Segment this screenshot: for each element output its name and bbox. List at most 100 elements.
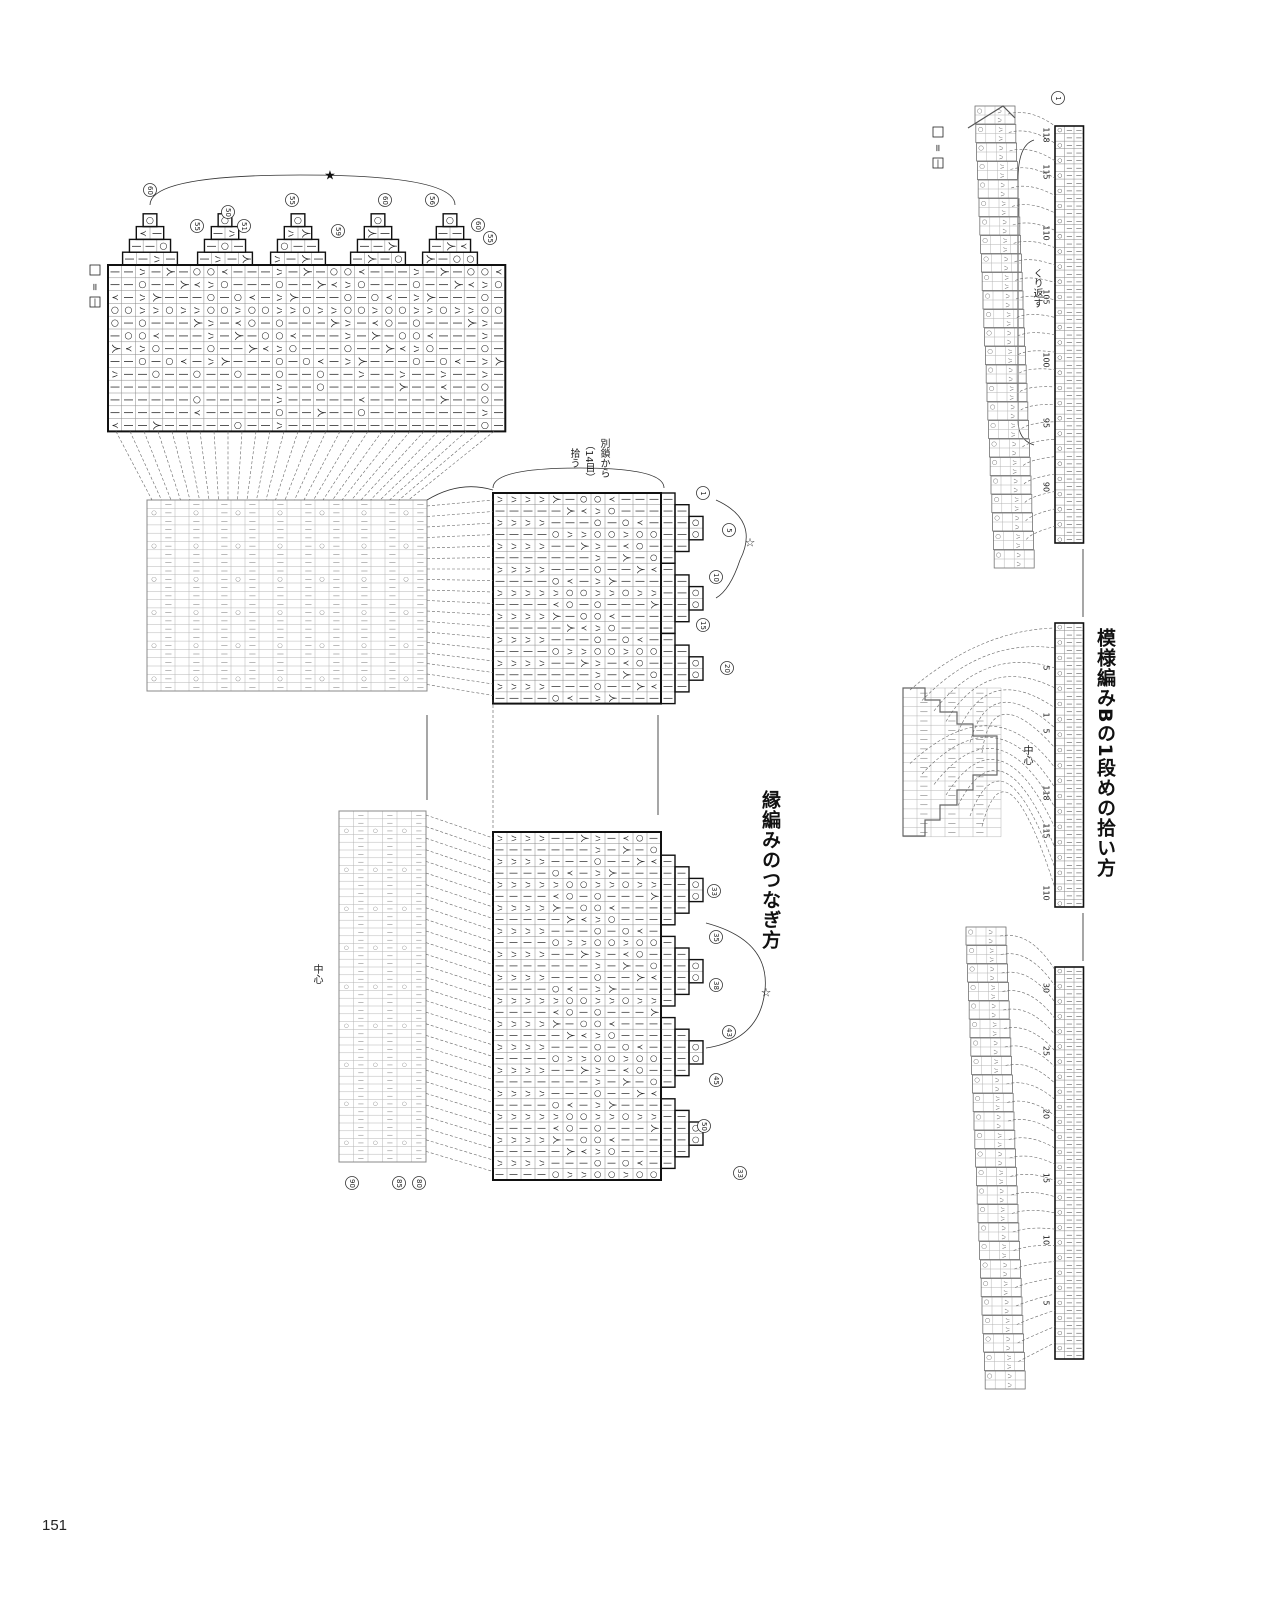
middle-lower-grid-symbol: ○ [622, 997, 632, 1004]
right-band-grid-symbol: ○ [1056, 1074, 1062, 1079]
middle-upper-grid-symbol: ⋎ [566, 578, 576, 584]
diagonal-top-symbol: ○ [990, 441, 998, 447]
middle-upper-grid-symbol: | [538, 673, 548, 676]
top-left-grid-symbol: ○ [342, 268, 353, 276]
middle-lower-tooth-symbol: | [678, 953, 688, 956]
middle-lower-grid-symbol: 人 [566, 1147, 576, 1156]
middle-lower-tooth-symbol: ○ [692, 1125, 702, 1132]
diagonal-bottom-symbol: ㇵ [1002, 1280, 1010, 1286]
right-band-grid-symbol: | [1066, 749, 1072, 751]
right-band-grid-symbol: | [1066, 978, 1072, 980]
top-left-grid-symbol: | [287, 322, 298, 325]
diagonal-top-cell-border [985, 346, 1026, 365]
body-upper-grid-symbol: | [193, 529, 200, 531]
top-left-grid-symbol: ○ [274, 319, 285, 327]
center-stepped-grid-symbol: | [948, 813, 956, 815]
middle-lower-grid-symbol: | [580, 1011, 590, 1014]
diagonal-top-symbol: ㇵ [1007, 367, 1015, 373]
middle-lower-grid-symbol: | [524, 918, 534, 921]
middle-lower-grid-symbol: | [510, 1104, 520, 1107]
right-band-grid-symbol: ○ [1056, 234, 1062, 239]
body-upper-grid-symbol: | [305, 636, 312, 638]
middle-upper-circled-row: 5 [725, 528, 733, 532]
top-left-grid-symbol: ○ [479, 268, 490, 276]
body-upper-grid-symbol: ○ [361, 510, 368, 515]
middle-lower-grid-symbol: | [636, 964, 646, 967]
top-left-grid-symbol: ㇵ [137, 344, 148, 353]
middle-lower-grid-symbol: | [580, 1046, 590, 1049]
top-left-grid-symbol: | [260, 322, 271, 325]
body-upper-grid-symbol: | [193, 653, 200, 655]
connector-top-left-to-body [360, 431, 425, 501]
right-band-grid-symbol: | [1075, 672, 1081, 674]
body-upper-grid-symbol: ○ [319, 676, 326, 681]
middle-upper-grid-symbol: | [622, 510, 632, 513]
diagonal-top-symbol: ㇵ [1013, 505, 1021, 511]
middle-upper-grid-symbol: ㇵ [496, 682, 506, 690]
middle-lower-grid-symbol: | [622, 1127, 632, 1130]
connector-body-to-middle-lower [425, 977, 494, 1000]
middle-lower-circled-row-ring [709, 1073, 723, 1087]
top-left-grid-symbol: | [109, 270, 120, 273]
diagonal-bottom-symbol: ㇵ [988, 956, 996, 962]
center-stepped-grid-symbol: | [920, 804, 928, 806]
top-left-grid-symbol: ○ [479, 293, 490, 301]
middle-lower-grid-symbol: ㇵ [566, 1055, 576, 1063]
top-left-grid-symbol: ㇵ [466, 306, 477, 315]
middle-upper-grid-symbol: | [510, 673, 520, 676]
middle-lower-grid-symbol: | [510, 1150, 520, 1153]
middle-upper-grid-symbol: 人 [636, 565, 646, 574]
middle-upper-circled-row-ring [720, 661, 734, 675]
connector-diagonal-bottom [1001, 971, 1056, 1003]
middle-lower-grid-symbol: ○ [636, 1171, 646, 1178]
top-left-merlon-symbol: | [438, 258, 449, 261]
middle-lower-tooth-symbol: | [664, 1127, 674, 1130]
top-left-grid-symbol: ○ [411, 319, 422, 327]
right-band-grid-symbol: | [1075, 1174, 1081, 1176]
right-band-grid-symbol: | [1075, 175, 1081, 177]
middle-lower-grid-symbol: ㇵ [510, 904, 520, 912]
top-left-grid-symbol: | [383, 424, 394, 427]
body-lower-grid-symbol: | [386, 1142, 392, 1144]
connector-top-left-to-body [129, 431, 162, 501]
diagonal-bottom-symbol: ㇵ [1001, 1252, 1009, 1258]
middle-lower-grid-symbol: ○ [622, 927, 632, 934]
body-lower-grid-symbol: ○ [401, 829, 407, 834]
top-left-grid-symbol: | [493, 411, 504, 414]
body-upper-grid-symbol: | [417, 562, 424, 564]
right-band-row-number: 110 [1042, 225, 1051, 240]
top-left-grid-symbol: ㇵ [479, 370, 490, 379]
top-left-grid-symbol: ○ [493, 281, 504, 289]
middle-upper-grid-symbol: | [650, 627, 660, 630]
right-band-grid-symbol: | [1075, 1031, 1081, 1033]
body-upper-grid-symbol: | [333, 628, 340, 630]
body-upper-grid-symbol: | [305, 620, 312, 622]
top-left-grid-symbol: ○ [192, 396, 203, 404]
body-upper-grid-symbol: ○ [193, 643, 200, 648]
body-lower-grid-symbol: | [415, 931, 421, 933]
connector-diagonal-top [1018, 350, 1056, 355]
body-upper-grid-symbol: ○ [277, 577, 284, 582]
right-band-grid-symbol: | [1066, 1151, 1072, 1153]
connector-diagonal-top [1014, 259, 1056, 266]
top-left-grid-symbol: | [246, 373, 257, 376]
middle-lower-grid-symbol: ㇵ [524, 1043, 534, 1051]
top-left-grid-symbol: | [356, 347, 367, 350]
top-left-grid-symbol: | [246, 283, 257, 286]
connector-body-to-middle-lower [425, 930, 494, 954]
body-upper-grid-symbol: | [193, 636, 200, 638]
right-band-grid-symbol: | [1066, 880, 1072, 882]
middle-lower-grid-symbol: ○ [650, 1055, 660, 1062]
right-band-grid-symbol: | [1075, 273, 1081, 275]
top-left-grid-symbol: ㇵ [411, 306, 422, 315]
top-left-grid-symbol: ⋎ [287, 333, 298, 340]
body-lower-grid-symbol: | [415, 1158, 421, 1160]
middle-lower-tooth-symbol: | [678, 1150, 688, 1153]
top-left-grid-symbol: ㇵ [479, 331, 490, 340]
center-stepped-grid-symbol: | [920, 766, 928, 768]
top-left-grid-symbol: | [123, 296, 134, 299]
diagonal-top-symbol: ㇵ [1003, 283, 1011, 289]
middle-lower-grid-symbol: ○ [580, 1020, 590, 1027]
body-upper-grid-symbol: | [165, 686, 172, 688]
middle-lower-grid-symbol: ㇵ [552, 1113, 562, 1121]
